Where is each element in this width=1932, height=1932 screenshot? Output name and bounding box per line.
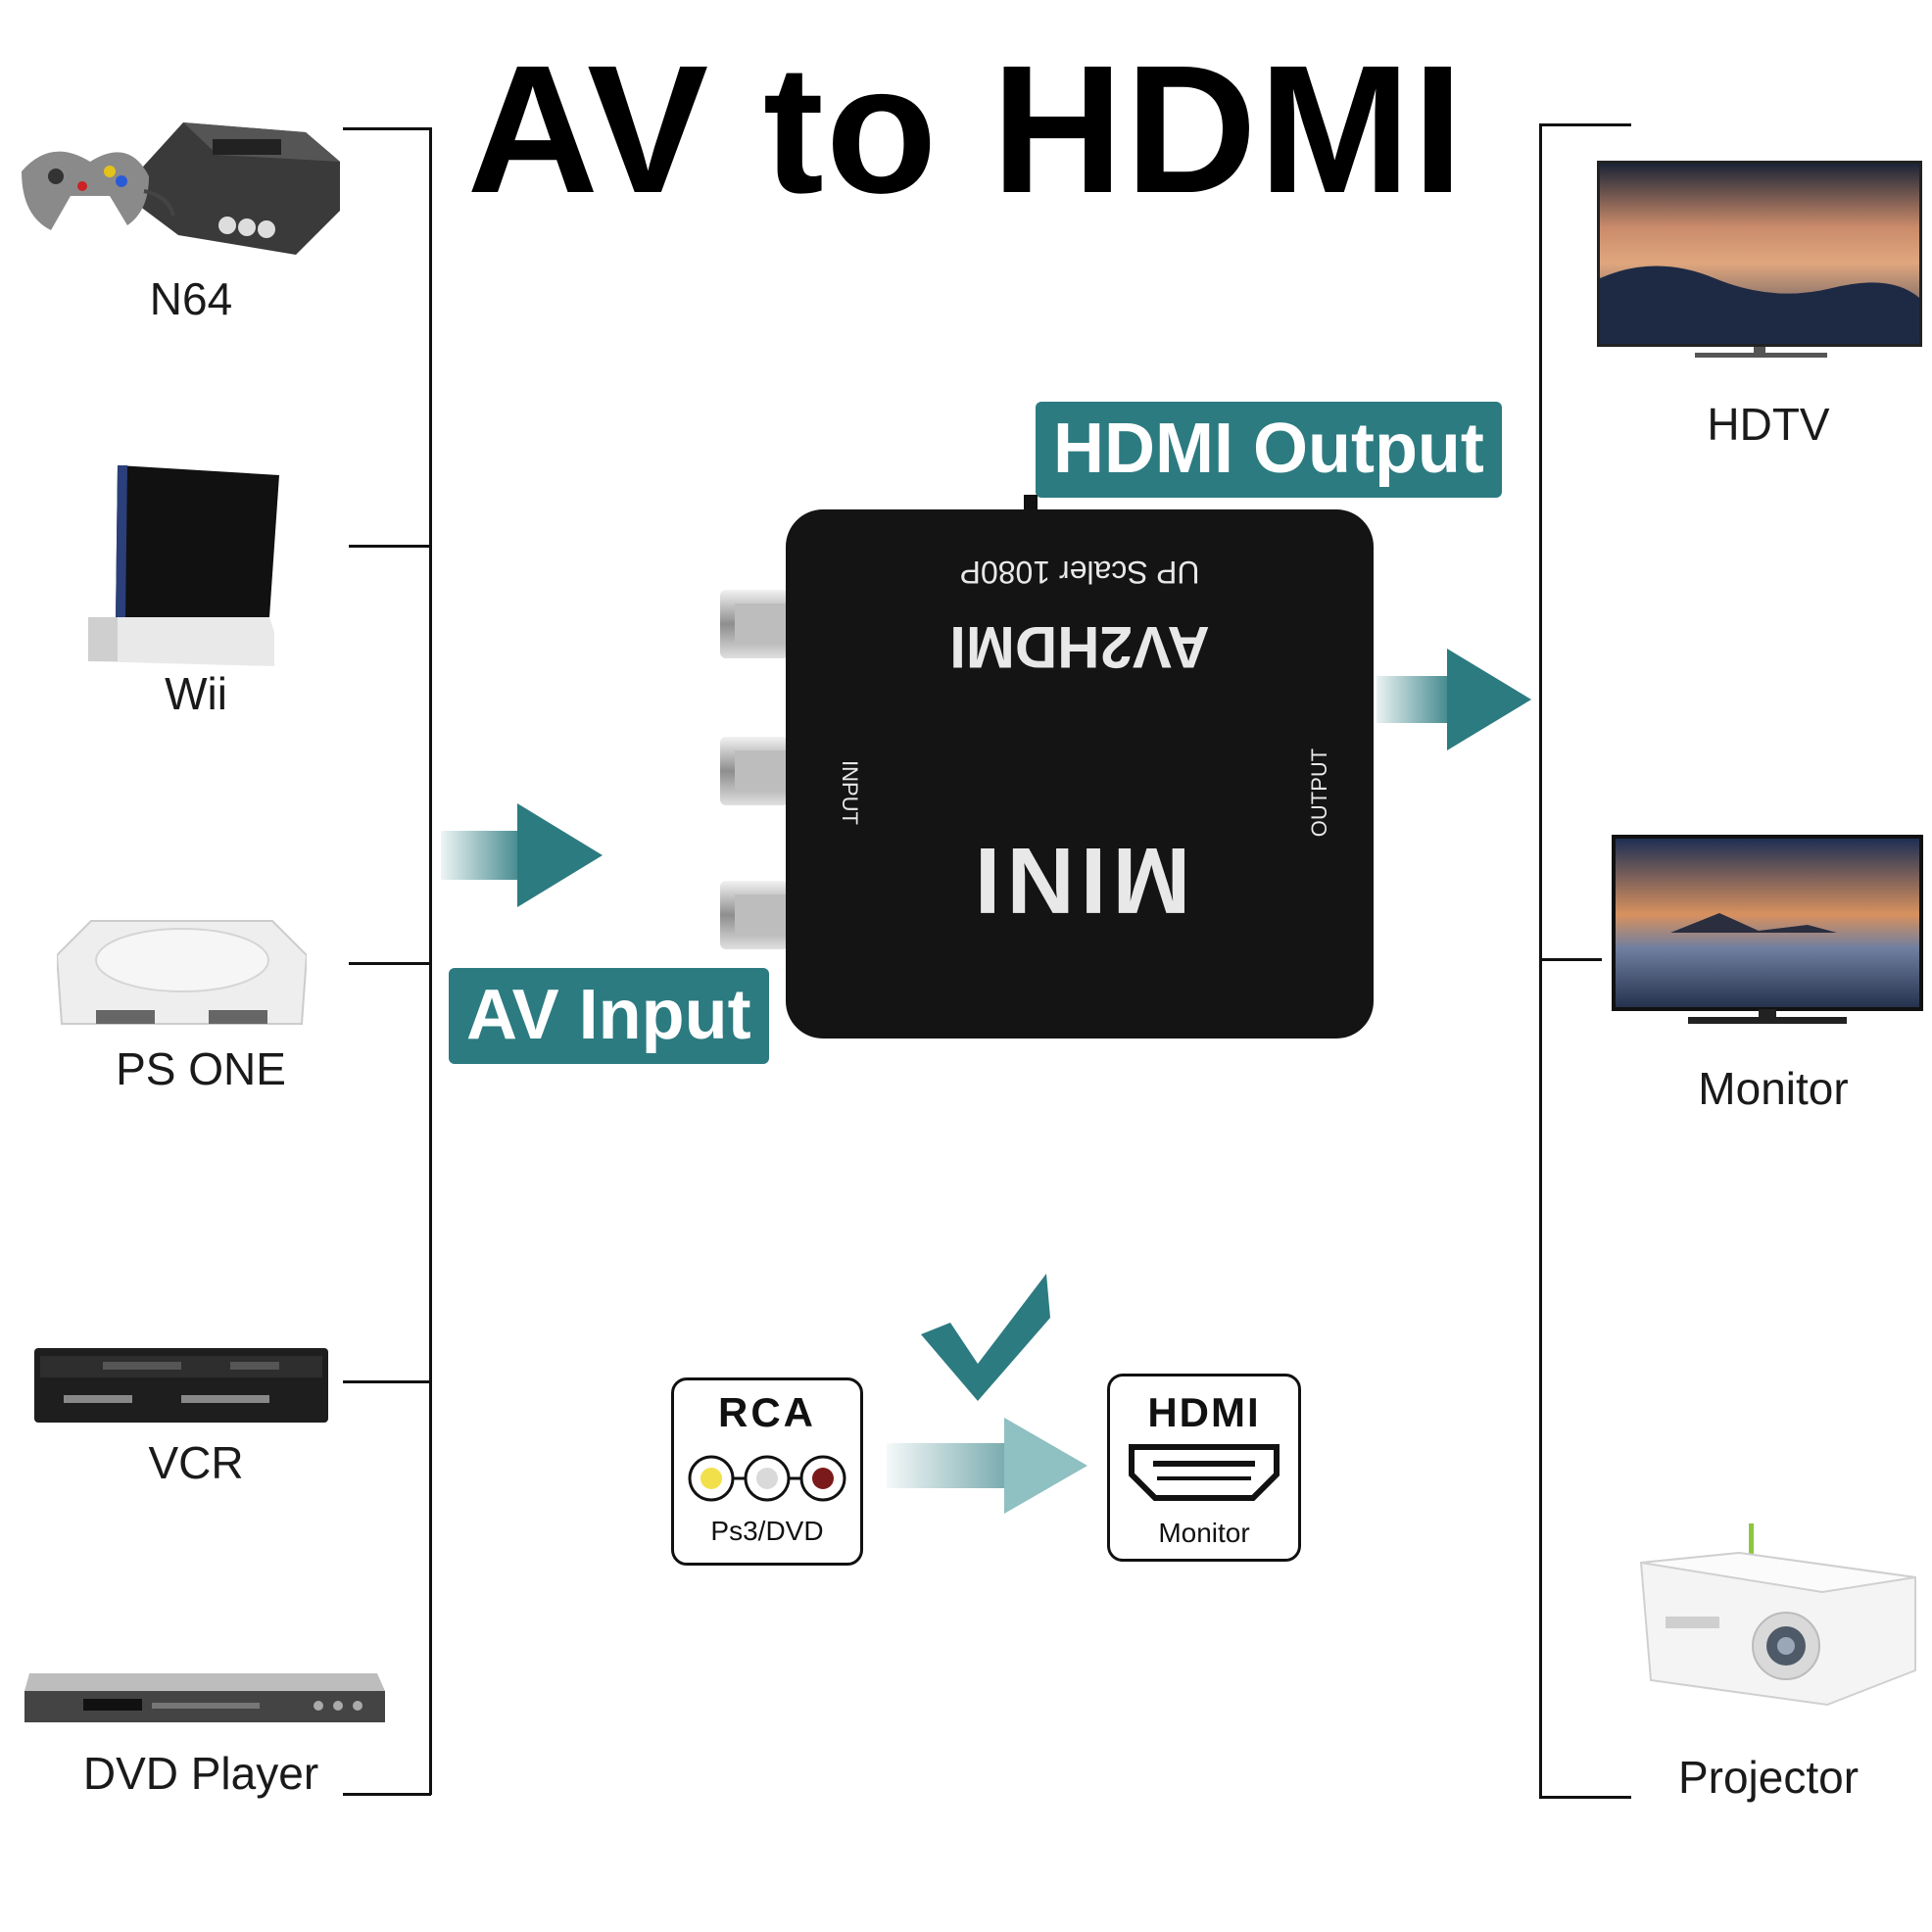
right-connector-projector (1539, 1796, 1631, 1799)
right-connector-monitor (1539, 958, 1602, 961)
rca-jack-middle (720, 733, 789, 809)
page-title: AV to HDMI (466, 28, 1466, 231)
input-arrow-icon (441, 801, 607, 909)
left-connector-vcr (343, 1380, 431, 1383)
vcr-icon (34, 1348, 328, 1423)
output-label-monitor: Monitor (1698, 1063, 1849, 1114)
rca-jack-bottom (720, 877, 789, 953)
left-connector-wii (349, 545, 431, 548)
monitor-icon (1612, 835, 1923, 1031)
right-connector-hdtv (1539, 123, 1631, 126)
device-subtitle: UP Scaler 1080P (959, 555, 1200, 590)
hdmi-output-badge: HDMI Output (1036, 402, 1502, 498)
input-label-wii: Wii (165, 668, 227, 719)
rca-legend-icon: RCA Ps3/DVD (671, 1377, 863, 1566)
left-connector-psone (349, 962, 431, 965)
rca-legend-caption: Ps3/DVD (710, 1516, 824, 1546)
input-label-n64: N64 (149, 273, 233, 324)
right-bracket-line (1539, 123, 1542, 1799)
legend-arrow-icon (887, 1416, 1087, 1516)
n64-console-icon (12, 118, 340, 265)
device-input-label: INPUT (838, 760, 862, 825)
hdmi-legend-icon: HDMI Monitor (1107, 1374, 1301, 1562)
hdmi-port-stub (1024, 495, 1038, 512)
hdtv-icon (1597, 161, 1922, 371)
hdmi-legend-caption: Monitor (1158, 1518, 1250, 1548)
output-arrow-icon (1377, 647, 1533, 752)
left-connector-n64 (343, 127, 431, 130)
hdmi-legend-title: HDMI (1147, 1389, 1261, 1435)
device-name: MINI (968, 828, 1191, 933)
input-label-dvd: DVD Player (82, 1748, 319, 1799)
left-connector-dvd (343, 1793, 431, 1796)
output-label-hdtv: HDTV (1707, 399, 1830, 450)
input-label-vcr: VCR (148, 1437, 244, 1488)
checkmark-icon (921, 1274, 1053, 1401)
av-input-badge: AV Input (449, 968, 769, 1064)
ps-one-console-icon (55, 916, 309, 1036)
projector-icon (1631, 1523, 1925, 1715)
rca-jack-top (720, 586, 789, 662)
rca-legend-title: RCA (718, 1389, 816, 1435)
device-model: AV2HDMI (949, 614, 1210, 680)
left-bracket-line (429, 127, 432, 1795)
device-output-label: OUTPUT (1307, 748, 1331, 838)
output-label-projector: Projector (1677, 1752, 1860, 1803)
wii-console-icon (88, 456, 284, 666)
converter-box: UP Scaler 1080P AV2HDMI INPUT OUTPUT MIN… (786, 509, 1374, 1038)
input-label-psone: PS ONE (116, 1043, 286, 1094)
dvd-player-icon (24, 1671, 385, 1728)
